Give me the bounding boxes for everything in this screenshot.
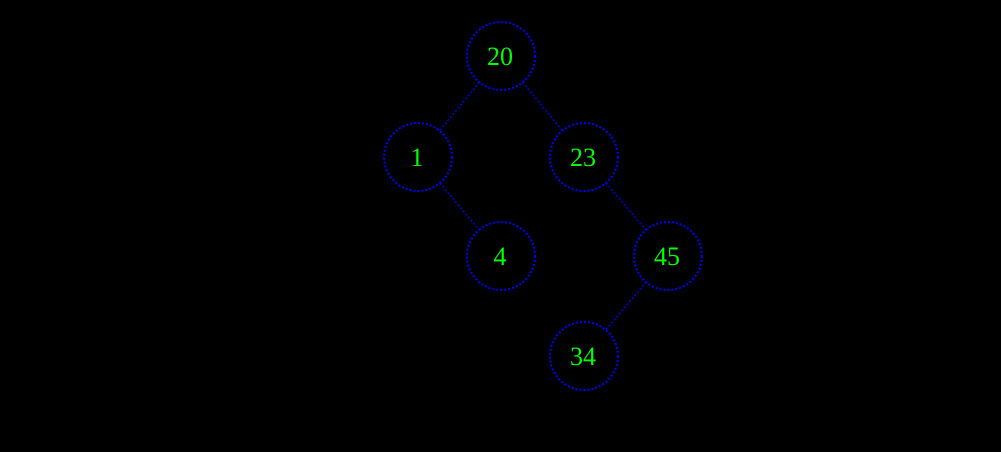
node-label: 4 <box>494 242 507 271</box>
node-label: 34 <box>570 342 596 371</box>
edge-n20-n23 <box>522 81 563 132</box>
tree-node-23: 23 <box>549 122 619 192</box>
edge-n1-n4 <box>439 182 480 231</box>
tree-node-45: 45 <box>633 221 703 291</box>
nodes-layer: 20 1 23 4 45 34 <box>383 21 703 391</box>
tree-node-1: 1 <box>383 122 453 192</box>
tree-node-4: 4 <box>466 221 536 291</box>
edge-n23-n45 <box>605 182 647 231</box>
node-circle <box>549 122 619 192</box>
node-circle <box>383 122 453 192</box>
node-label: 1 <box>411 143 424 172</box>
edges-layer <box>439 81 647 331</box>
tree-node-34: 34 <box>549 321 619 391</box>
tree-node-20: 20 <box>466 21 536 91</box>
node-circle <box>466 21 536 91</box>
edge-n45-n34 <box>605 281 647 331</box>
node-label: 45 <box>654 242 680 271</box>
node-label: 20 <box>487 42 513 71</box>
node-label: 23 <box>570 143 596 172</box>
edge-n20-n1 <box>439 81 480 132</box>
node-circle <box>466 221 536 291</box>
node-circle <box>549 321 619 391</box>
node-circle <box>633 221 703 291</box>
